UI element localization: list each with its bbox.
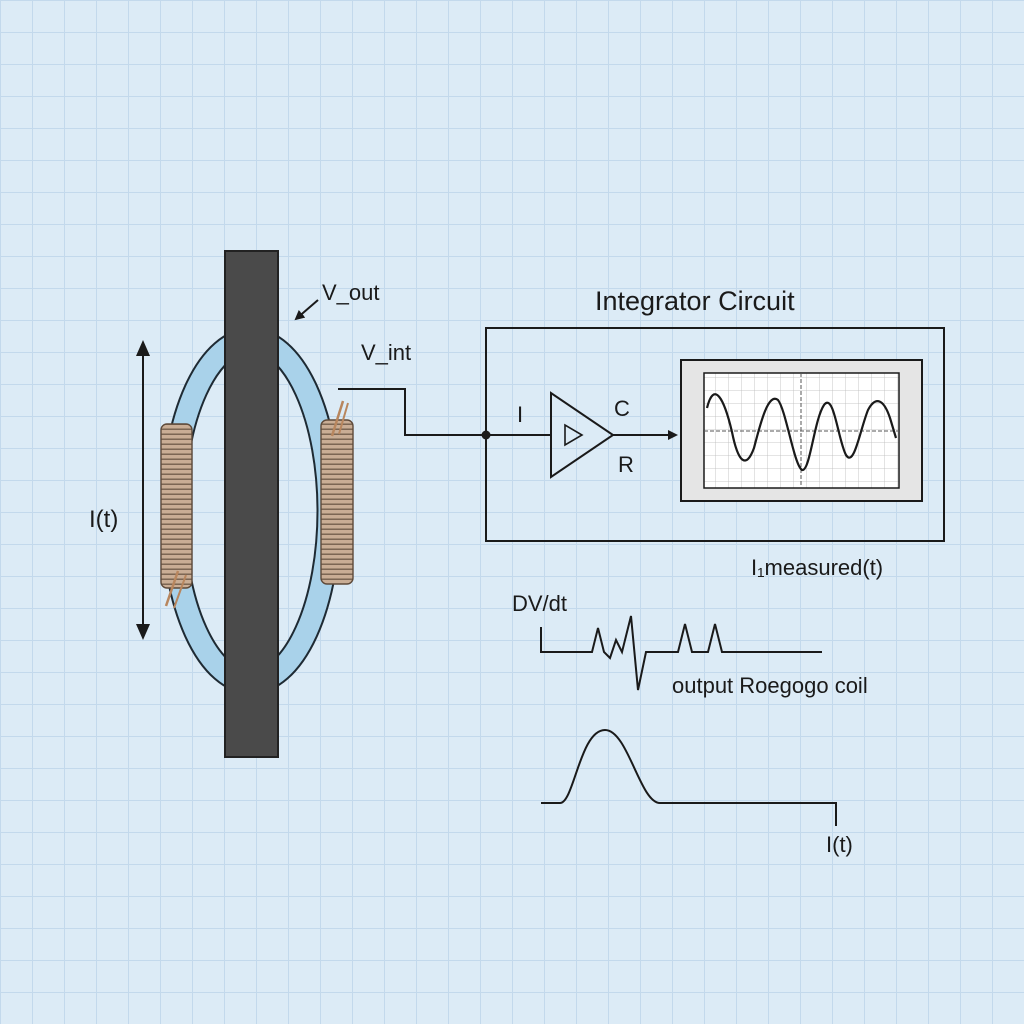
dvdt-trace xyxy=(540,615,822,691)
conductor-bar xyxy=(224,250,279,758)
current-label-left: I(t) xyxy=(89,506,119,533)
output-coil-label: output Roegogo coil xyxy=(672,673,868,698)
scope-waveform xyxy=(705,393,898,472)
coil-winding-left xyxy=(160,423,193,609)
vint-label: V_int xyxy=(361,340,412,365)
capacitor-label: C xyxy=(614,396,630,421)
current-direction-arrow xyxy=(136,340,150,640)
current-label-bottom: I(t) xyxy=(826,832,853,857)
resistor-label: R xyxy=(618,452,634,477)
dvdt-label: DV/dt xyxy=(512,591,568,616)
coil-winding-right xyxy=(320,400,354,585)
measured-current-label: I₁measured(t) xyxy=(751,555,884,580)
integrator-title: Integrator Circuit xyxy=(595,286,795,316)
oscilloscope xyxy=(680,359,923,502)
vout-label: V_out xyxy=(322,280,380,305)
current-pulse-trace xyxy=(541,728,837,826)
input-i-label: I xyxy=(517,402,524,427)
integrator-box xyxy=(485,327,945,542)
op-amp-icon xyxy=(550,391,615,479)
vout-pointer-arrow xyxy=(294,299,319,321)
